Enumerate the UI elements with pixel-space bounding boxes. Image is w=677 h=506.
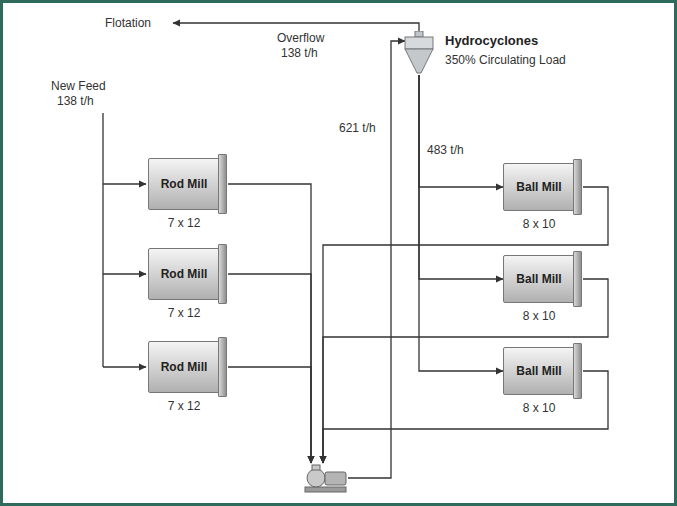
pump-base (305, 487, 346, 492)
hydrocyclone: Hydrocyclones (401, 31, 437, 75)
mill-size: 7 x 12 (149, 216, 219, 230)
cyclone-cylinder (405, 37, 433, 49)
flow-label: 350% Circulating Load (443, 53, 568, 67)
mill-name: Ball Mill (516, 364, 561, 378)
flow-connector (323, 187, 608, 463)
flow-label: Overflow (275, 31, 326, 45)
feed-line (102, 113, 103, 367)
feed-line (103, 366, 146, 367)
pump-inlet (312, 465, 320, 470)
vortex-finder (415, 31, 423, 37)
mill-size: 7 x 12 (149, 306, 219, 320)
flow-connector (228, 367, 311, 463)
pump-motor (325, 472, 346, 485)
mill-name: Rod Mill (161, 267, 208, 281)
mill-name: Rod Mill (161, 360, 208, 374)
flow-connector (228, 184, 311, 463)
flow-label: 138 t/h (55, 94, 96, 108)
overflow-line (173, 23, 419, 31)
flow-label: Flotation (103, 16, 153, 30)
pump (303, 463, 348, 493)
flow-connector (419, 75, 503, 279)
mill-box: Ball Mill8 x 10 (503, 163, 575, 211)
node-heading: Hydrocyclones (445, 33, 538, 48)
mill-name: Rod Mill (161, 177, 208, 191)
mill-size: 8 x 10 (504, 401, 574, 415)
mill-flange (218, 337, 227, 397)
mill-box: Rod Mill7 x 12 (148, 341, 220, 393)
flow-label: 138 t/h (279, 46, 320, 60)
mill-box: Rod Mill7 x 12 (148, 158, 220, 210)
feed-line (103, 273, 146, 274)
pump-volute (307, 469, 325, 487)
mill-name: Ball Mill (516, 180, 561, 194)
flow-connector (419, 75, 503, 371)
flow-rate: 621 t/h (337, 121, 378, 135)
mill-flange (573, 159, 582, 215)
mill-size: 8 x 10 (504, 309, 574, 323)
mill-flange (218, 154, 227, 214)
flow-rate: 483 t/h (425, 143, 466, 157)
flow-label: New Feed (49, 79, 108, 93)
mill-flange (573, 343, 582, 399)
mill-size: 7 x 12 (149, 399, 219, 413)
feed-line (103, 183, 146, 184)
flow-connector (419, 75, 503, 187)
mill-size: 8 x 10 (504, 217, 574, 231)
pump-icon (303, 463, 348, 493)
mill-flange (573, 251, 582, 307)
flow-connector (348, 41, 405, 478)
flow-connector (323, 279, 608, 463)
mill-name: Ball Mill (516, 272, 561, 286)
flow-connector (228, 274, 311, 463)
mill-box: Rod Mill7 x 12 (148, 248, 220, 300)
cyclone-cone (405, 49, 433, 73)
mill-box: Ball Mill8 x 10 (503, 255, 575, 303)
cyclone-icon (401, 31, 437, 75)
mill-box: Ball Mill8 x 10 (503, 347, 575, 395)
mill-flange (218, 244, 227, 304)
